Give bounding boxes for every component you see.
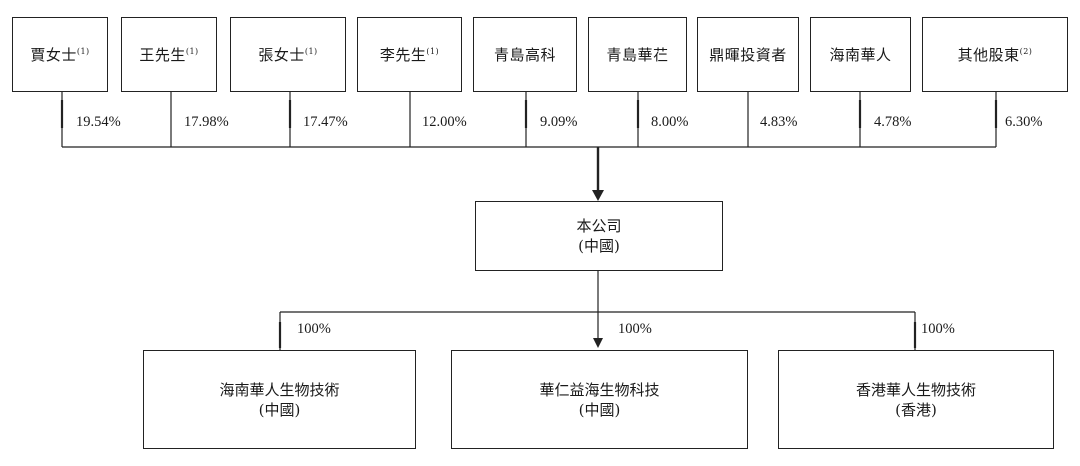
shareholder-box-hainan-huaren: 海南華人 — [810, 17, 911, 92]
footnote-ref: (1) — [185, 47, 199, 56]
shareholding-pct: 19.54% — [76, 114, 121, 130]
shareholding-pct: 4.78% — [874, 114, 912, 130]
shareholder-name: 青島華芢 — [606, 46, 669, 64]
shareholder-name: 張女士 — [258, 46, 305, 64]
shareholder-box-qingdao-huapi: 青島華芢 — [588, 17, 687, 92]
shareholder-box-others: 其他股東(2) — [922, 17, 1068, 92]
footnote-ref: (1) — [426, 47, 440, 56]
shareholding-pct: 6.30% — [1005, 114, 1043, 130]
shareholder-box-qingdao-gaoke: 青島高科 — [473, 17, 577, 92]
subsidiary-box-hongkong: 香港華人生物技術 (香港) — [778, 350, 1054, 449]
company-name: 本公司 — [576, 217, 622, 235]
shareholder-name: 王先生 — [139, 46, 186, 64]
shareholding-pct: 12.00% — [422, 114, 467, 130]
shareholder-name: 其他股東 — [957, 46, 1020, 64]
subsidiary-region: (中國) — [258, 400, 301, 419]
subsidiary-pct: 100% — [921, 321, 955, 337]
shareholding-pct: 9.09% — [540, 114, 578, 130]
subsidiary-box-hainan: 海南華人生物技術 (中國) — [143, 350, 416, 449]
shareholding-pct: 17.47% — [303, 114, 348, 130]
shareholder-name: 鼎暉投資者 — [709, 46, 787, 64]
subsidiary-pct: 100% — [297, 321, 331, 337]
shareholder-name: 青島高科 — [493, 46, 556, 64]
subsidiary-name: 海南華人生物技術 — [219, 380, 340, 399]
shareholder-name: 海南華人 — [829, 46, 892, 64]
footnote-ref: (1) — [304, 47, 318, 56]
footnote-ref: (2) — [1019, 47, 1033, 56]
subsidiary-region: (中國) — [578, 400, 621, 419]
shareholder-box-jia: 賈女士(1) — [12, 17, 108, 92]
subsidiary-name: 香港華人生物技術 — [855, 380, 976, 399]
shareholder-name: 賈女士 — [30, 46, 77, 64]
shareholder-box-wang: 王先生(1) — [121, 17, 217, 92]
footnote-ref: (1) — [76, 47, 90, 56]
subsidiary-pct: 100% — [618, 321, 652, 337]
subsidiary-box-huaren-yihai: 華仁益海生物科技 (中國) — [451, 350, 748, 449]
shareholder-box-li: 李先生(1) — [357, 17, 462, 92]
shareholder-name: 李先生 — [379, 46, 427, 64]
shareholding-pct: 17.98% — [184, 114, 229, 130]
company-region: (中國) — [578, 237, 620, 255]
shareholding-pct: 8.00% — [651, 114, 689, 130]
shareholder-box-zhang: 張女士(1) — [230, 17, 346, 92]
company-box: 本公司 (中國) — [475, 201, 723, 271]
shareholder-box-dinghui: 鼎暉投資者 — [697, 17, 799, 92]
subsidiary-region: (香港) — [895, 400, 937, 419]
subsidiary-name: 華仁益海生物科技 — [539, 380, 660, 399]
shareholding-pct: 4.83% — [760, 114, 798, 130]
